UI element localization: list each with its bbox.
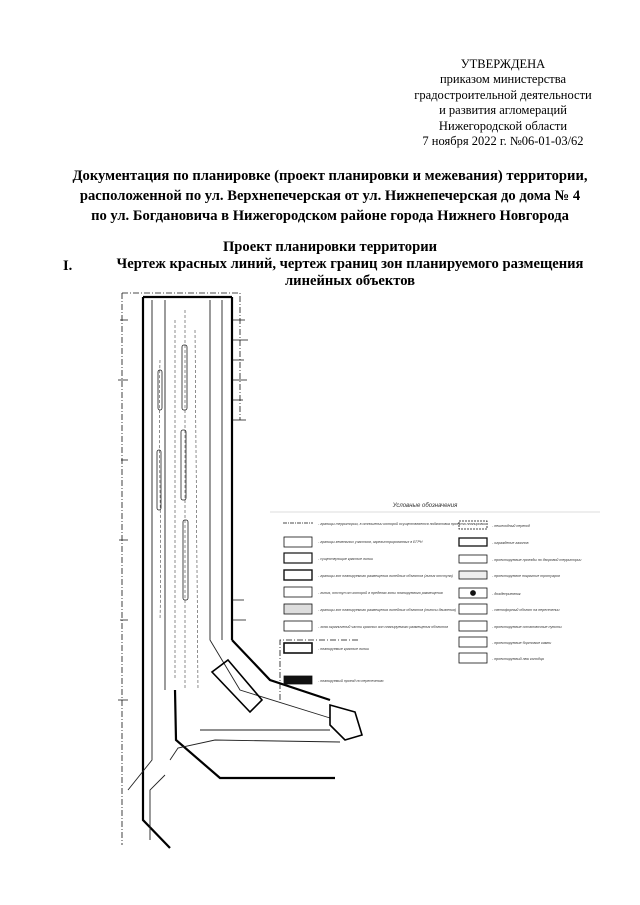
legend-item: - пешеходный переход <box>492 524 530 528</box>
section-title: Проект планировки территории <box>222 239 438 255</box>
legend-item: - линия, отступ от которой в пределах зо… <box>318 591 443 595</box>
edge-ticks <box>118 319 248 701</box>
document-title-line: по ул. Богдановича в Нижегородском район… <box>91 208 569 224</box>
planning-boundary <box>121 292 360 845</box>
legend-item: - границы зон планируемого размещения ли… <box>318 574 453 578</box>
legend-item: - дождеприемник <box>492 592 521 596</box>
legend-right-items: - пешеходный переход - ограждение газоно… <box>492 524 581 661</box>
approval-line: и развития агломераций <box>439 103 567 118</box>
approval-line: Нижегородской области <box>438 118 568 133</box>
legend-left-items: - границы территории, в отношении которо… <box>318 522 486 683</box>
legend-item: - светофорный объект на пересечении <box>492 608 560 612</box>
document-title-line: Документация по планировке (проект плани… <box>72 168 588 184</box>
legend: Условные обозначения - границы территори… <box>270 503 600 685</box>
legend-item: - границы земельных участков, зарегистри… <box>318 540 423 544</box>
legend-item: - границы зон планируемого размещения ли… <box>318 608 456 612</box>
section-number: I. <box>63 258 73 274</box>
legend-item: - проектируемый люк колодца <box>492 657 544 661</box>
approval-line: 7 ноября 2022 г. №06-01-03/62 <box>422 134 584 149</box>
approval-block: УТВЕРЖДЕНА приказом министерства градост… <box>380 57 626 149</box>
legend-item: - проектируемые проезды по дворовой терр… <box>492 558 581 562</box>
approval-line: градостроительной деятельности <box>414 87 592 102</box>
legend-item: - зона ограничений части красных зон пла… <box>318 625 448 629</box>
section-subtitle: Чертеж красных линий, чертеж границ зон … <box>100 256 600 290</box>
document-title-line: расположенной по ул. Верхнепечерская от … <box>79 188 581 204</box>
legend-item: - проектируемое покрытие тротуаров <box>492 574 560 578</box>
red-lines <box>141 295 335 849</box>
section-subtitle-line: линейных объектов <box>284 273 416 289</box>
intersection-zones <box>210 658 364 741</box>
legend-item: - проектируемые бортовые камни <box>492 641 551 645</box>
approval-line: УТВЕРЖДЕНА <box>460 57 546 71</box>
carriageway-lines <box>127 300 341 840</box>
approval-line: приказом министерства <box>439 72 567 87</box>
legend-item: - ограждение газонов <box>492 541 529 545</box>
legend-title: Условные обозначения <box>392 503 458 509</box>
median-islands <box>156 344 189 601</box>
legend-item: - планируемый проезд по пересечению <box>318 679 384 683</box>
legend-item: - проектируемые остановочные пункты <box>492 625 562 629</box>
lane-details <box>159 310 199 691</box>
section-subtitle-line: Чертеж красных линий, чертеж границ зон … <box>116 256 584 272</box>
legend-item: - границы территории, в отношении которо… <box>318 522 486 526</box>
legend-item: - существующие красные линии <box>318 557 373 561</box>
legend-item: - планируемые красные линии <box>318 647 369 651</box>
document-title: Документация по планировке (проект плани… <box>40 166 620 226</box>
